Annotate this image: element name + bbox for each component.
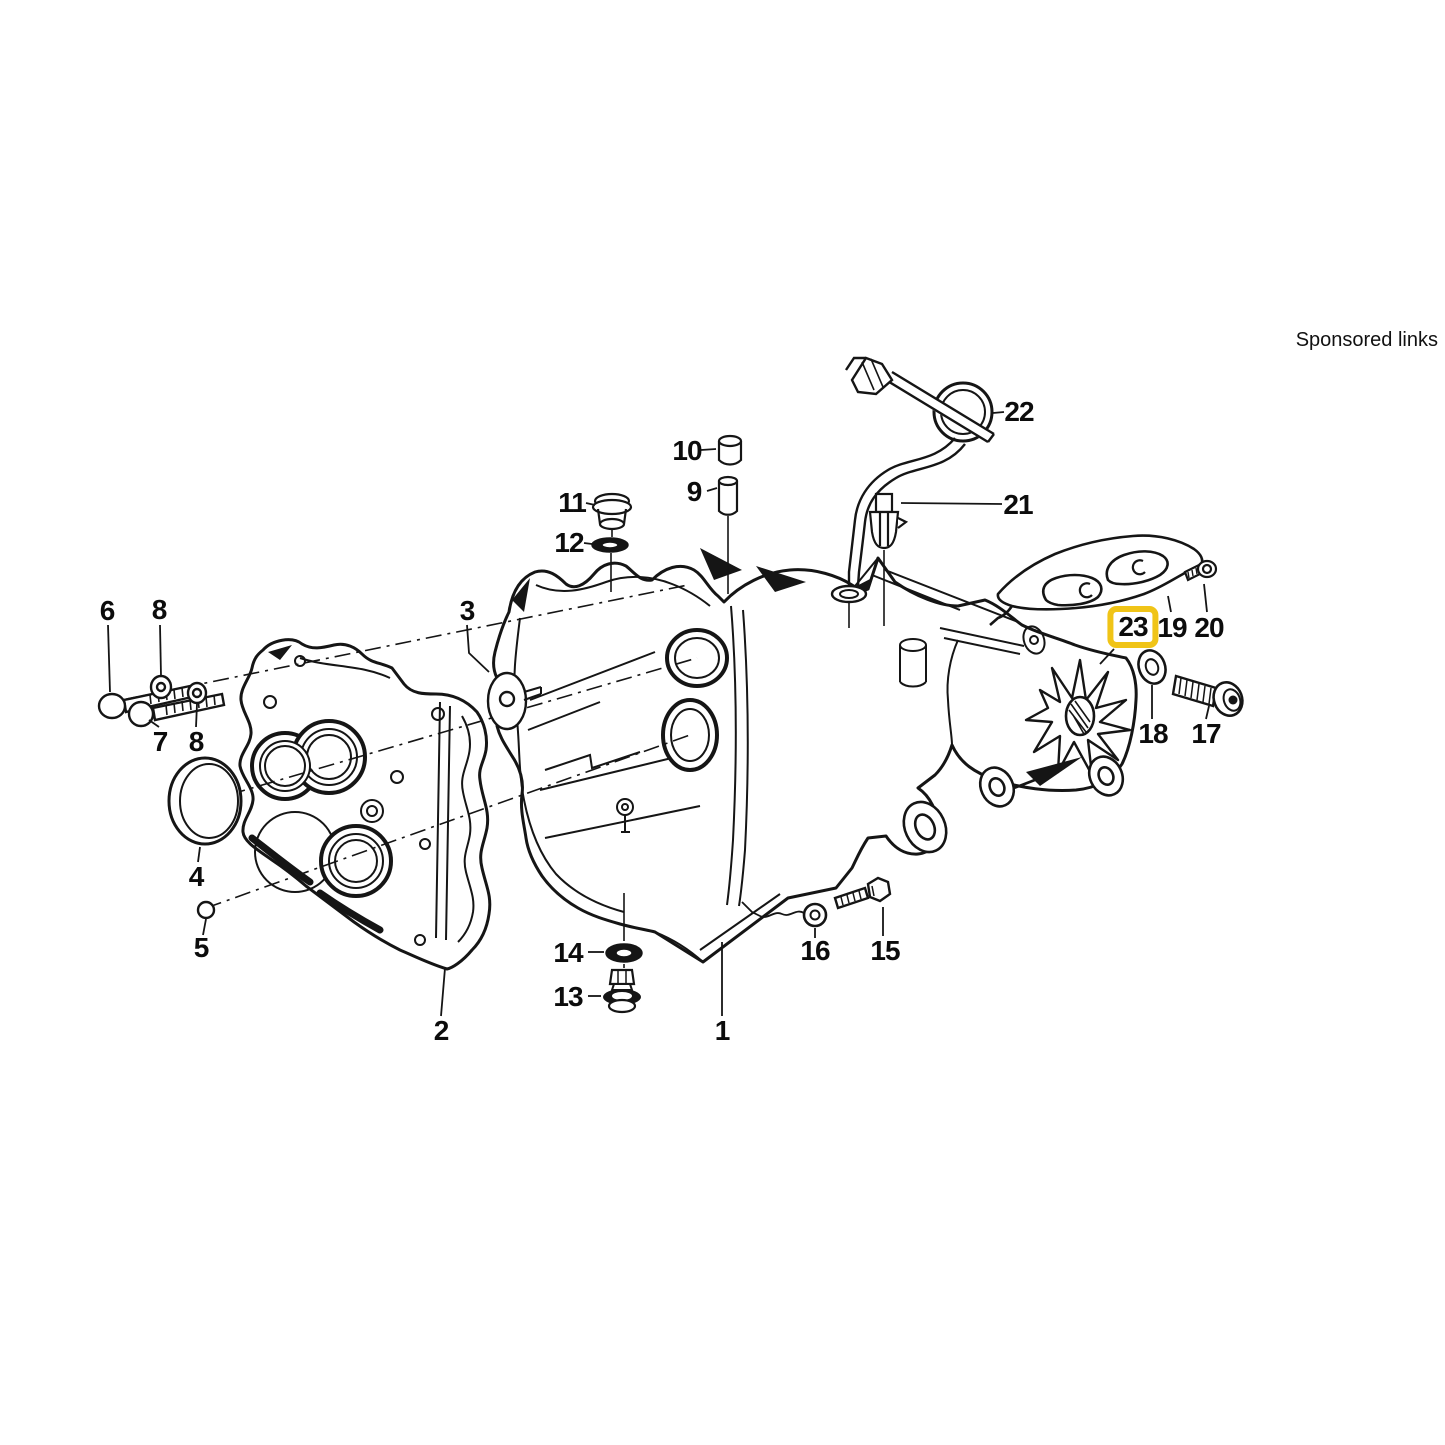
part-callout-9[interactable]: 9	[686, 476, 703, 507]
part-callout-14[interactable]: 14	[553, 937, 583, 968]
plug-11	[591, 492, 633, 531]
part-callout-5[interactable]: 5	[193, 932, 210, 963]
housing-feet	[902, 755, 1125, 854]
speedo-cable-22	[830, 356, 995, 628]
grommet-3	[486, 671, 542, 731]
cap-10	[717, 434, 743, 466]
part-callout-12[interactable]: 12	[554, 527, 584, 558]
part-callout-4[interactable]: 4	[188, 861, 205, 892]
part-callout-20[interactable]: 20	[1194, 612, 1224, 643]
part-callout-19[interactable]: 19	[1157, 612, 1187, 643]
sponsored-links-label: Sponsored links	[1295, 329, 1438, 351]
drain-pin	[621, 815, 630, 833]
washer-14	[605, 943, 643, 963]
selector-plate-19	[989, 534, 1204, 626]
part-callout-3[interactable]: 3	[459, 595, 476, 626]
part-callout-23[interactable]: 23	[1107, 606, 1159, 648]
bolt-15	[833, 876, 892, 910]
part-callout-21[interactable]: 21	[1003, 489, 1033, 520]
cover-cap-4	[167, 756, 243, 846]
front-cover-shadows	[248, 834, 384, 934]
front-cover-bores	[250, 719, 393, 898]
sensor-21	[868, 492, 909, 550]
part-callout-6[interactable]: 6	[99, 595, 116, 626]
drain-plug-13	[603, 968, 641, 1014]
part-callout-16[interactable]: 16	[800, 935, 830, 966]
part-callout-13[interactable]: 13	[553, 981, 583, 1012]
washer-12	[591, 537, 629, 553]
part-12-stem	[610, 530, 613, 592]
part-callout-1[interactable]: 1	[714, 1015, 731, 1046]
part-callout-15[interactable]: 15	[870, 935, 900, 966]
part-callout-22[interactable]: 22	[1004, 396, 1034, 427]
washer-16	[741, 901, 828, 928]
housing-shadow-wedges	[512, 548, 1082, 786]
washer-18	[1137, 649, 1167, 685]
part-callout-7[interactable]: 7	[152, 726, 169, 757]
center-axis-lines	[121, 584, 698, 909]
leader-lines	[107, 411, 1210, 1017]
part-callout-18[interactable]: 18	[1138, 718, 1168, 749]
bushing-9	[717, 475, 739, 516]
ball-5	[196, 900, 216, 920]
part-callout-11[interactable]: 11	[558, 487, 587, 518]
washer-8a	[149, 674, 173, 700]
bolt-7	[127, 692, 226, 728]
part-callout-17[interactable]: 17	[1191, 718, 1221, 749]
part-callout-8[interactable]: 8	[188, 726, 205, 757]
cover-shadow-wedges	[268, 645, 292, 660]
bolt-17	[1171, 674, 1244, 717]
part-callout-8[interactable]: 8	[151, 594, 168, 625]
part-callout-10[interactable]: 10	[672, 435, 702, 466]
bolt-20	[1183, 559, 1218, 582]
rear-star-ribs	[1024, 658, 1132, 777]
washer-8b	[186, 681, 208, 705]
part-callout-2[interactable]: 2	[433, 1015, 450, 1046]
